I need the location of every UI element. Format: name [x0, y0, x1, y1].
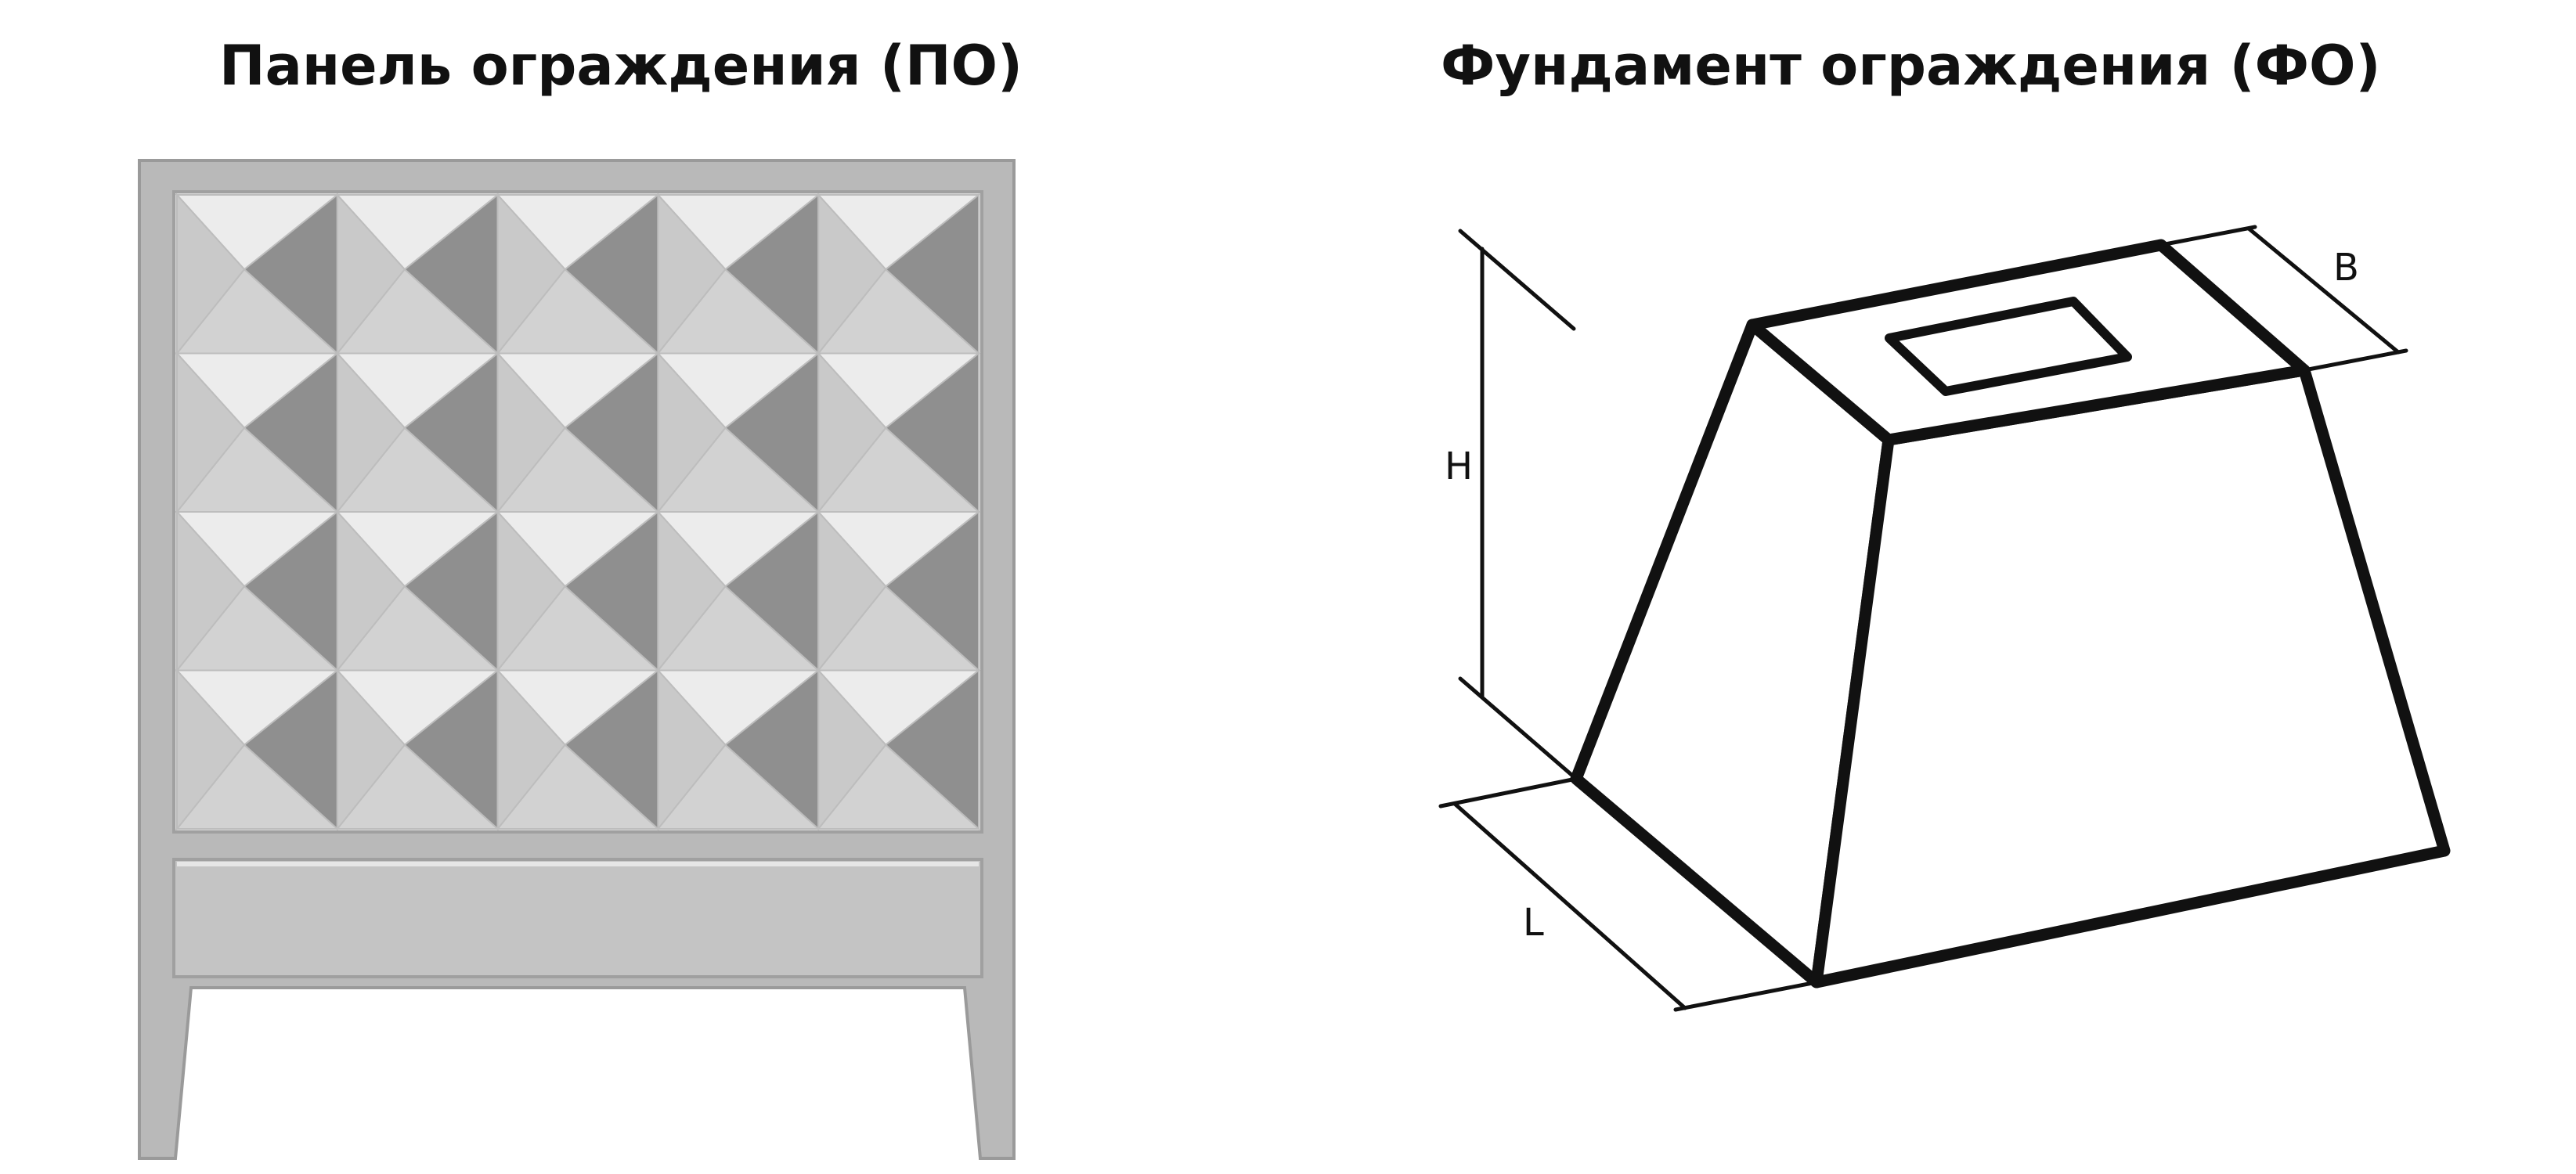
pyramid-facet-left [336, 510, 406, 673]
pyramid-facet-left [496, 351, 566, 514]
foundation-title: Фундамент ограждения (ФО) [1441, 34, 2381, 98]
pyramid-facet-left [176, 510, 246, 673]
foundation-body [1570, 239, 2451, 989]
pyramid-facet-left [817, 351, 887, 514]
length-extension-left [1438, 776, 1578, 808]
pyramid-facet-left [657, 668, 727, 831]
width-extension-back [2159, 225, 2257, 247]
height-label: H [1445, 445, 1473, 488]
panel-title: Панель ограждения (ПО) [219, 34, 1023, 98]
width-extension-front [2302, 348, 2408, 373]
pyramid-facet-left [657, 351, 727, 514]
pyramid-facet-right [884, 510, 980, 672]
pyramid-facet-left [176, 193, 246, 356]
fence-panel [138, 159, 1016, 1160]
length-dimension-line [1452, 801, 1687, 1010]
pyramid-facet-right [884, 668, 980, 831]
pyramid-facet-left [817, 193, 887, 356]
pyramid-facet-left [496, 193, 566, 356]
pyramid-facet-left [336, 351, 406, 514]
pyramid-facet-right [884, 351, 980, 514]
pyramid-facet-left [336, 668, 406, 831]
pyramid-facet-right [884, 193, 980, 355]
width-label: B [2333, 246, 2359, 290]
foundation-dimension-lines [1438, 225, 2408, 1012]
pyramid-facet-left [176, 668, 246, 831]
width-dimension-line [2246, 226, 2401, 355]
pyramid-facet-left [496, 668, 566, 831]
panel-bottom-rail [172, 858, 983, 978]
height-extension-top [1458, 229, 1576, 331]
pyramid-facet-left [496, 510, 566, 673]
foundation-socket [1885, 297, 2132, 396]
pyramid-facet-left [817, 510, 887, 673]
foundation-front-face [1810, 364, 2451, 989]
length-label: L [1523, 901, 1544, 945]
pyramid-facet-left [176, 351, 246, 514]
pyramid-facet-left [817, 668, 887, 831]
pyramid-facet-left [657, 193, 727, 356]
height-extension-bottom [1458, 676, 1578, 781]
pyramid-facet-left [336, 193, 406, 356]
panel-pyramid-grid [175, 193, 981, 831]
length-extension-right [1673, 980, 1819, 1012]
pyramid-facet-left [657, 510, 727, 673]
